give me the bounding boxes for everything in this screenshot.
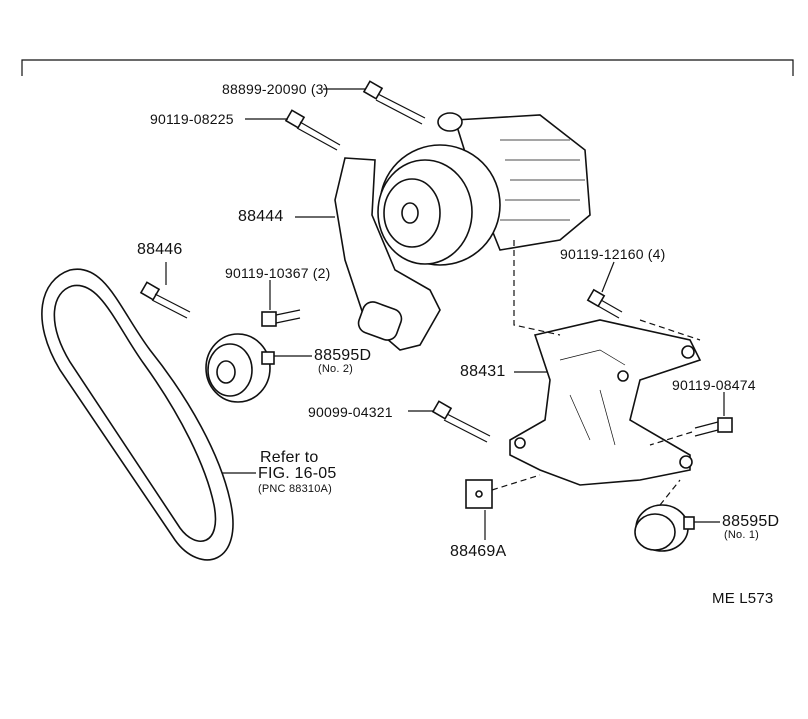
bolt-90119-10367: [261, 309, 301, 327]
ac-compressor: [377, 112, 591, 266]
label-90119-10367: 90119-10367 (2): [225, 265, 331, 281]
dash-compressor-bracket: [513, 240, 561, 336]
label-90099-04321: 90099-04321: [308, 404, 393, 420]
dash-08474: [649, 431, 693, 446]
leader-90119-12160: [601, 261, 615, 293]
bolt-88899-20090: [362, 80, 426, 125]
bolt-90119-12160: [586, 288, 623, 319]
label-88431: 88431: [460, 363, 506, 380]
label-88595D-no1-note: (No. 1): [724, 529, 760, 541]
bolt-90119-08474: [694, 417, 733, 437]
dash-88469A: [491, 474, 541, 491]
block-88469A: [465, 479, 493, 509]
label-88446: 88446: [137, 241, 183, 258]
bolt-90099-04321: [431, 400, 491, 443]
bracket-88431: [509, 319, 702, 486]
v-belt: [41, 268, 234, 561]
label-88469A: 88469A: [450, 543, 507, 560]
frame-border: [21, 59, 794, 76]
bracket-88444: [334, 157, 441, 351]
label-88899-20090: 88899-20090 (3): [222, 81, 329, 97]
bolt-90119-08225: [284, 109, 341, 151]
label-88595D-no1: 88595D: [722, 513, 780, 530]
label-88595D-no2-note: (No. 2): [318, 363, 354, 375]
label-90119-08474: 90119-08474: [672, 377, 756, 393]
dash-pulley-no1: [659, 479, 681, 506]
label-refer-pnc: (PNC 88310A): [258, 483, 332, 495]
label-90119-12160: 90119-12160 (4): [560, 246, 666, 262]
idler-pulley-no2: [205, 333, 275, 403]
label-refer-fig: FIG. 16-05: [258, 465, 337, 482]
label-90119-08225: 90119-08225: [150, 111, 234, 127]
dash-bolt-bracket: [639, 319, 701, 341]
label-refer-to: Refer to: [260, 449, 319, 466]
label-88444: 88444: [238, 208, 284, 225]
label-88595D-no2: 88595D: [314, 347, 372, 364]
idler-pulley-no1: [634, 504, 695, 552]
footer-code: ME L573: [712, 590, 774, 607]
bolt-88446: [139, 281, 191, 319]
